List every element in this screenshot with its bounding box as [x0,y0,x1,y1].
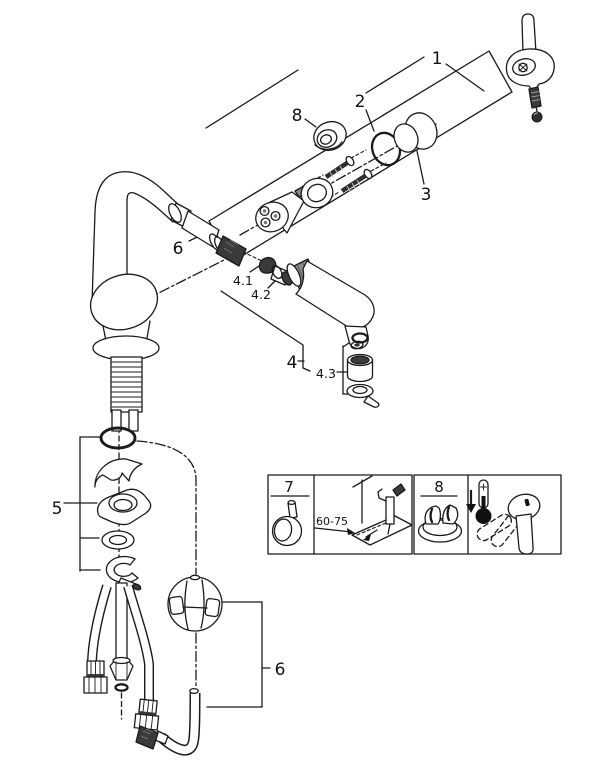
inset-box-limiter [413,474,562,555]
handle-screw-cap [531,111,543,123]
spray-head [286,258,375,350]
pullout-hose [135,687,201,756]
faucet-spout-body [89,171,182,361]
cartridge-screw-2 [340,168,373,193]
callout-labels: 1 2 8 3 6 4.1 4.2 4 4.3 5 6 7 8 60-75 [52,49,444,680]
callout-4-3: 4.3 [316,366,336,381]
cartridge [255,185,309,234]
cartridge-flange-ring [300,177,334,209]
callout-8-inset: 8 [434,478,444,496]
supply-hose-left [83,584,112,694]
callout-3: 3 [421,185,432,205]
flow-limiter-disc [417,504,463,543]
o-ring-large [99,426,137,450]
spray-head-o-ring [351,332,369,344]
callout-6-top: 6 [173,239,184,259]
callout-2: 2 [355,92,366,112]
lever-pivot-drawing [476,493,541,555]
cartridge-screw-1 [324,155,355,179]
group6-bracket [206,601,271,708]
handle-knob-7 [271,499,303,547]
callout-7-inset: 7 [284,478,294,496]
mounting-triangle-flange [96,488,152,526]
washer [101,530,135,550]
callout-1: 1 [432,49,443,69]
callout-5: 5 [52,499,63,519]
lever-handle [505,13,555,90]
dome-cap [393,112,438,153]
slip-washer-crescent [94,458,143,488]
inset-box-mounting [267,474,413,555]
pullout-hose-spout-coupling [168,202,247,267]
handle-grub-screw [528,86,542,109]
dimension-60-75: 60-75 [316,515,348,528]
callout-8-top: 8 [292,106,303,126]
callout-6-bottom: 6 [275,660,286,680]
callout-4-1: 4.1 [233,273,253,288]
faucet-shank [110,356,143,432]
hose-weight-ball [167,574,223,632]
group5-bracket [63,436,102,572]
center-tube [109,582,134,692]
mousseur-4-3 [346,353,374,383]
callout-4: 4 [287,353,298,373]
callout-4-2: 4.2 [251,287,271,302]
flow-regulator-4-3 [346,383,380,408]
temperature-limit-drawing [466,479,541,555]
supply-hose-right [123,584,160,731]
escutcheon-ring [313,120,347,152]
counter-mount-drawing [314,475,413,546]
